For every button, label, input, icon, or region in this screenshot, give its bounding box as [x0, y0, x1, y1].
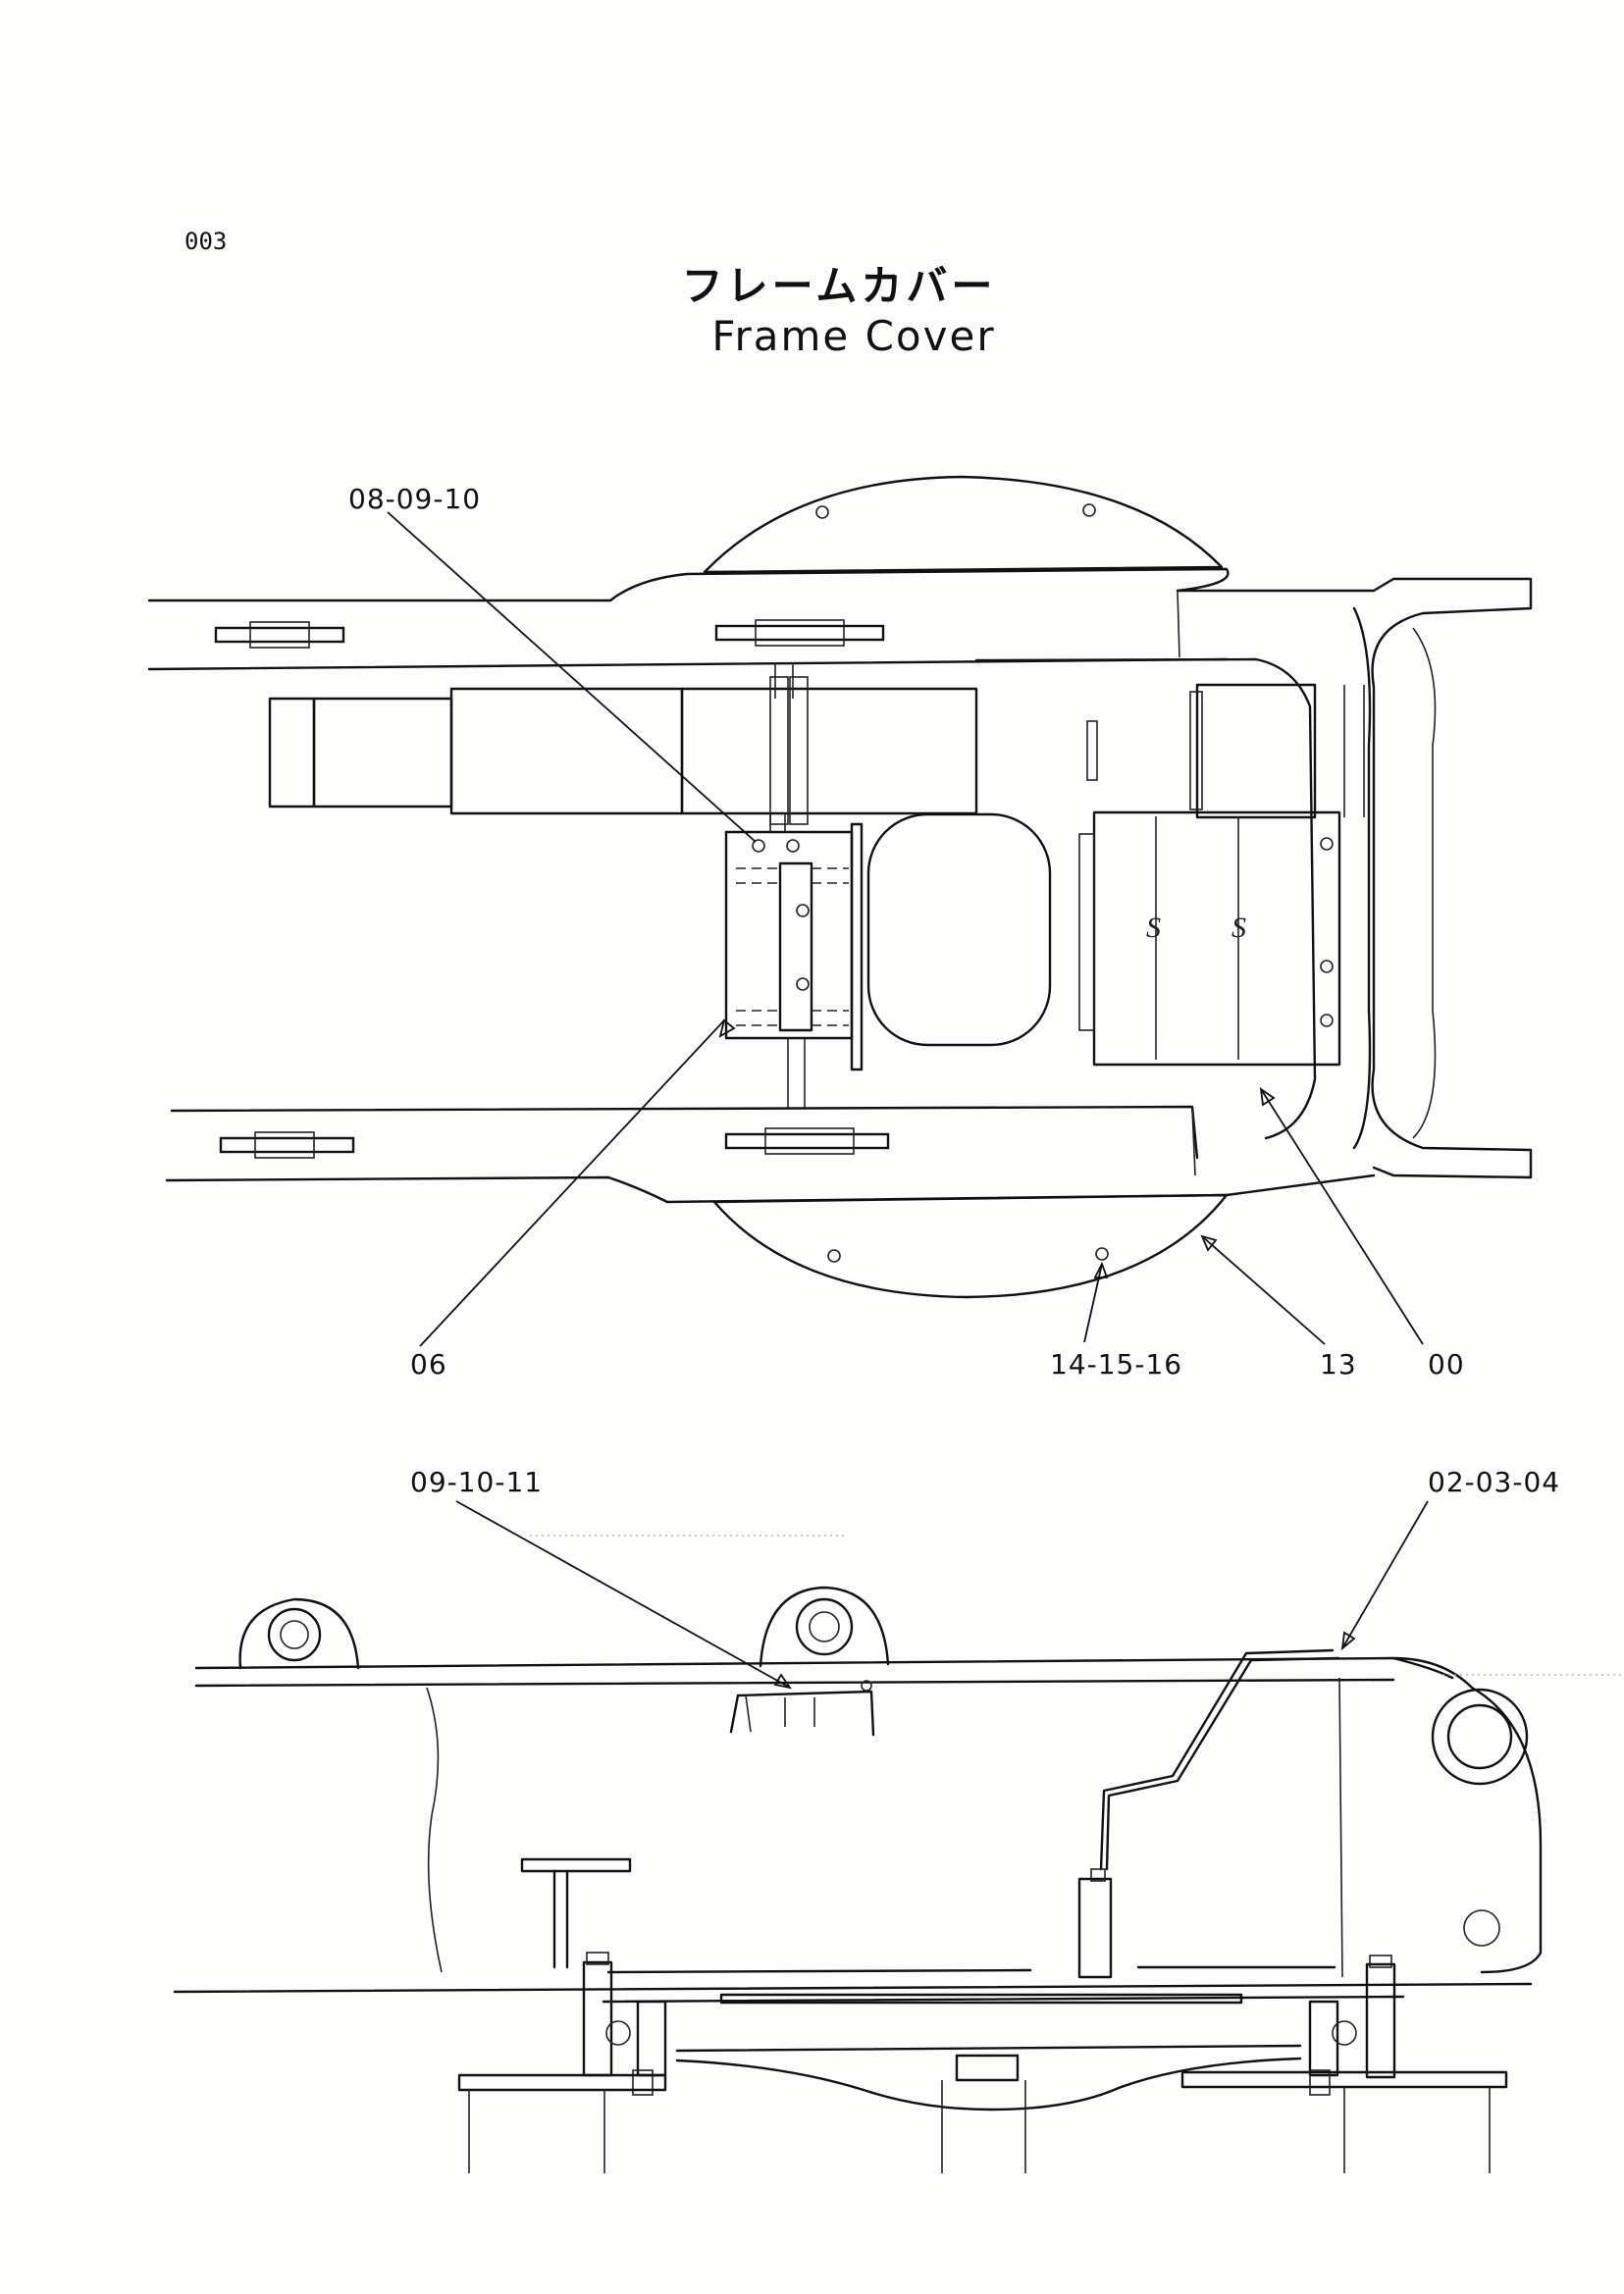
inner-frame-outline — [974, 657, 1317, 1140]
callout-09-10-11: 09-10-11 — [410, 1466, 544, 1498]
cylinder-band-2 — [789, 676, 809, 825]
callout-08-09-10: 08-09-10 — [348, 483, 482, 515]
lower-rail-pad-right — [724, 1132, 890, 1150]
upper-cover-bolt-right — [1082, 503, 1096, 517]
side-lug-right — [759, 1586, 890, 1668]
side-cover-bracket — [729, 1690, 875, 1737]
bracket-side-plate — [850, 822, 864, 1071]
lower-frame-rail — [170, 1105, 1199, 1160]
title-english: Frame Cover — [711, 312, 996, 360]
side-frame-bottom-line — [173, 1982, 1533, 1994]
lower-rail-pad-left — [219, 1136, 355, 1154]
frame-cover-00 — [1092, 810, 1341, 1067]
leader-14-15-16 — [1083, 1263, 1103, 1343]
callout-06: 06 — [410, 1348, 447, 1381]
side-lug-left — [238, 1597, 360, 1670]
leader-13 — [1201, 1235, 1326, 1345]
leader-02-03-04 — [1341, 1500, 1429, 1649]
upper-cover-bolt-left — [815, 505, 829, 519]
bracket-upright — [778, 861, 813, 1032]
cylinder-barrel — [449, 687, 684, 815]
side-frame-left-edge — [426, 1687, 443, 1973]
cylinder-rod-end — [268, 697, 316, 808]
page-number: 003 — [184, 228, 228, 255]
callout-14-15-16: 14-15-16 — [1050, 1348, 1183, 1381]
right-end-bracket — [1352, 606, 1372, 1150]
cover-mark-s-left: S — [1146, 912, 1161, 944]
cylinder-barrel-2 — [680, 687, 978, 815]
callout-02-03-04: 02-03-04 — [1428, 1466, 1561, 1498]
side-frame-end-boss — [1391, 1656, 1543, 1974]
leader-09-10-11 — [455, 1500, 791, 1689]
cylinder-rod — [312, 697, 453, 808]
callout-13: 13 — [1320, 1348, 1357, 1381]
upper-frame-rail — [147, 567, 1533, 1179]
upper-rail-pad-left — [214, 626, 345, 644]
cylinder-band — [769, 676, 789, 825]
leader-08-09-10 — [387, 511, 757, 843]
callout-00: 00 — [1428, 1348, 1465, 1381]
side-frame-top-plate — [194, 1656, 1454, 1680]
upper-rail-pad-right — [714, 624, 885, 642]
right-end-bracket-inner — [1412, 627, 1437, 1139]
cover-mark-s-right: S — [1231, 912, 1246, 944]
upper-arc-cover — [703, 475, 1224, 574]
side-frame-cover-panel — [1099, 1648, 1335, 1871]
lower-arc-cover-13 — [712, 1193, 1229, 1299]
leader-06 — [419, 1019, 725, 1347]
cylinder-head — [1195, 683, 1317, 819]
lower-rail-outer-edge — [165, 1173, 1376, 1204]
frame-access-opening — [866, 812, 1052, 1047]
leader-00 — [1260, 1088, 1424, 1345]
frame-crossmember-line — [1177, 590, 1180, 658]
title-japanese: フレームカバー — [681, 262, 997, 310]
swing-bearing-profile — [675, 2044, 1302, 2053]
side-cover-post — [1077, 1877, 1113, 1979]
swing-gear-plate — [719, 1993, 1243, 2005]
